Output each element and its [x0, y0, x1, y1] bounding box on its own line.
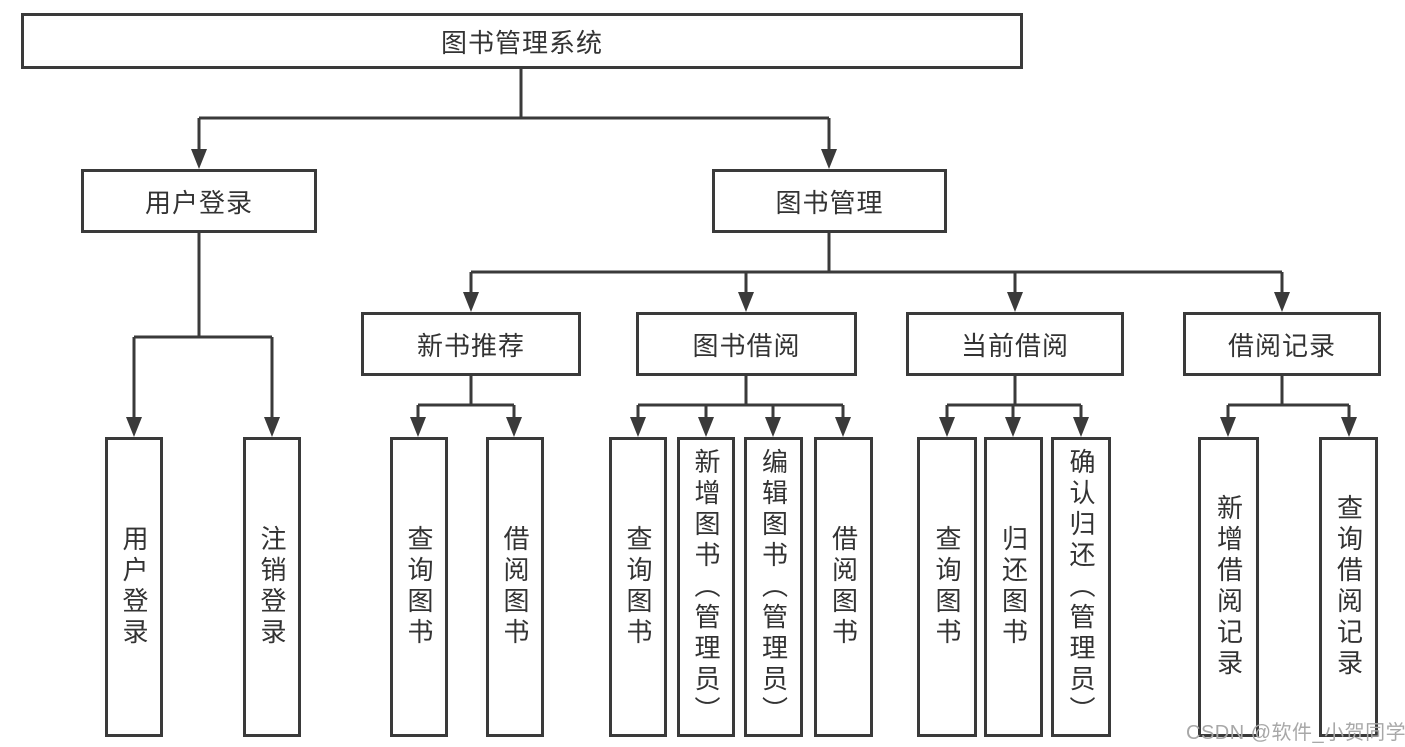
- leaf-newbook-query: 查询图书: [390, 437, 448, 737]
- leaf-logout: 注销登录: [243, 437, 301, 737]
- leaf-bookborrow-borrow: 借阅图书: [814, 437, 873, 737]
- leaf-current-query: 查询图书: [917, 437, 977, 737]
- node-current-borrow: 当前借阅: [906, 312, 1124, 376]
- leaf-newbook-borrow: 借阅图书: [486, 437, 544, 737]
- node-root: 图书管理系统: [21, 13, 1023, 69]
- leaf-current-return: 归还图书: [984, 437, 1043, 737]
- leaf-current-confirm-admin: 确认归还（管理员）: [1051, 437, 1111, 737]
- node-book-management: 图书管理: [712, 169, 947, 233]
- leaf-bookborrow-add-admin: 新增图书（管理员）: [677, 437, 735, 737]
- leaf-records-query: 查询借阅记录: [1319, 437, 1378, 737]
- csdn-watermark: CSDN @软件_小贺同学: [1186, 722, 1405, 744]
- leaf-records-add: 新增借阅记录: [1198, 437, 1259, 737]
- leaf-bookborrow-query: 查询图书: [609, 437, 667, 737]
- node-new-book-recommend: 新书推荐: [361, 312, 581, 376]
- node-borrow-records: 借阅记录: [1183, 312, 1381, 376]
- node-user-login: 用户登录: [81, 169, 317, 233]
- leaf-user-login: 用户登录: [105, 437, 163, 737]
- node-book-borrow: 图书借阅: [636, 312, 857, 376]
- arrowheads: [126, 149, 1357, 437]
- leaf-bookborrow-edit-admin: 编辑图书（管理员）: [744, 437, 803, 737]
